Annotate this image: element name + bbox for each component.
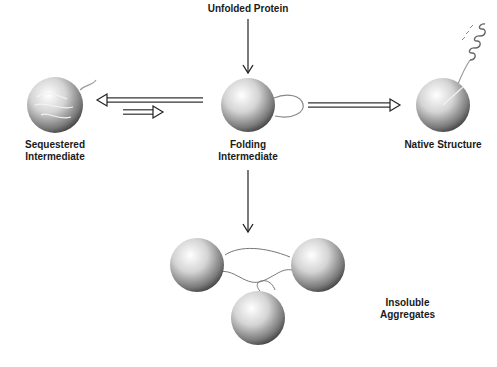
arrow-shaft (247, 170, 248, 232)
arrow-shaft (247, 19, 248, 73)
arrow-head (390, 99, 400, 111)
chain-tail (458, 60, 470, 84)
arrow (243, 19, 253, 73)
protein-sphere (221, 78, 275, 132)
arrow-shaft (123, 114, 153, 115)
label-block: Insoluble Aggregates (370, 297, 445, 321)
protein-sphere (27, 77, 83, 133)
node-label: Unfolded Protein (188, 3, 308, 15)
protein-node: Insoluble Aggregates (165, 235, 450, 350)
node-label: Folding Intermediate (208, 139, 288, 163)
aggregate-chain (215, 248, 300, 291)
surface-chain (443, 87, 463, 105)
double-arrow (308, 99, 400, 111)
double-arrow (123, 106, 163, 118)
protein-node: Folding Intermediate (208, 77, 288, 165)
protein-sphere (416, 78, 470, 132)
arrow-head (243, 65, 253, 73)
arrow-head (243, 224, 253, 232)
arrow-shaft (308, 107, 390, 108)
arrow-shaft (123, 109, 153, 110)
protein-node: Sequestered Intermediate (15, 77, 95, 165)
protein-sphere (231, 291, 285, 345)
arrow (243, 170, 253, 232)
node-label: Sequestered Intermediate (15, 139, 95, 163)
node-label: Native Structure (403, 139, 483, 151)
protein-sphere (291, 238, 345, 292)
text-node: Unfolded Protein (188, 3, 308, 15)
arrow-head (97, 94, 107, 106)
arrow-shaft (107, 102, 203, 103)
arrow-head (153, 106, 163, 118)
arrow-shaft (308, 102, 390, 103)
node-label: Insoluble Aggregates (370, 297, 445, 321)
arrow-shaft (107, 97, 203, 98)
protein-node: Native Structure (403, 77, 483, 153)
protein-sphere (170, 238, 224, 292)
chain-loop (274, 95, 303, 117)
surface-chain (35, 94, 73, 118)
helix-marks (462, 25, 473, 40)
double-arrow (97, 94, 203, 106)
helix (469, 24, 485, 60)
sphere-shape (165, 235, 450, 350)
chain-tail (80, 80, 96, 90)
